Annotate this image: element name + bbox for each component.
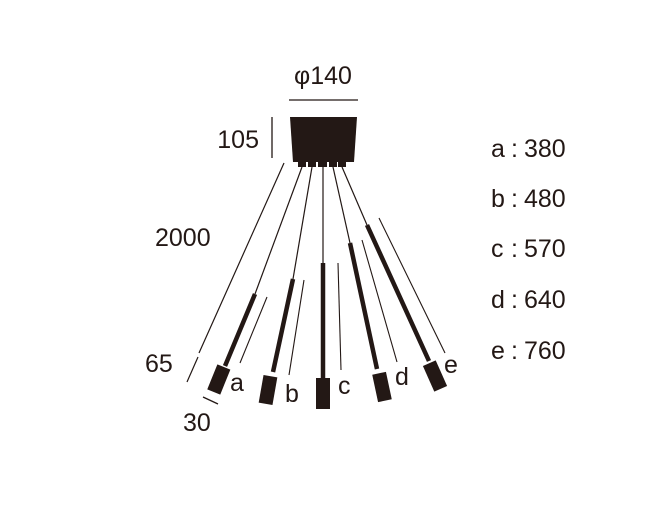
pendant-c — [316, 167, 330, 409]
dimension-line-c — [337, 262, 342, 371]
pendant-label-e: e — [444, 351, 458, 379]
shade-height-dimension-line — [186, 356, 199, 383]
legend-key: d — [491, 286, 505, 314]
shade-width-label: 30 — [183, 409, 211, 437]
sockets — [298, 161, 346, 167]
legend-value: 760 — [524, 337, 566, 365]
dimension-line-d — [361, 239, 398, 363]
pendant-label-c: c — [338, 372, 351, 400]
pendant-label-a: a — [230, 369, 244, 397]
shade-height-label: 65 — [145, 350, 173, 378]
legend-key: a — [491, 135, 505, 163]
legend-row-d: d : 640 — [491, 286, 566, 314]
legend-separator: : — [511, 235, 518, 263]
shade-width-dimension-line — [202, 396, 219, 405]
canopy — [290, 117, 357, 162]
legend-value: 640 — [524, 286, 566, 314]
length-legend: a : 380 b : 480 c : 570 d : 640 e : 760 — [491, 135, 566, 365]
legend-value: 380 — [524, 135, 566, 163]
legend-separator: : — [511, 135, 518, 163]
legend-row-e: e : 760 — [491, 337, 566, 365]
dimension-line-a — [239, 296, 268, 364]
cord-length-label: 2000 — [155, 224, 211, 252]
legend-row-b: b : 480 — [491, 185, 566, 213]
legend-row-a: a : 380 — [491, 135, 566, 163]
pendant-b — [258, 166, 313, 406]
diameter-label: φ140 — [294, 62, 352, 90]
legend-separator: : — [511, 185, 518, 213]
legend-key: c — [491, 235, 504, 263]
pendant-a — [207, 166, 303, 395]
cord-length-dimension-line — [198, 162, 285, 354]
legend-separator: : — [511, 286, 518, 314]
legend-key: e — [491, 337, 505, 365]
canopy-height-label: 105 — [217, 126, 259, 154]
pendant-e — [341, 166, 448, 392]
dimension-line-e — [378, 217, 446, 354]
legend-value: 480 — [524, 185, 566, 213]
pendant-label-d: d — [395, 363, 409, 391]
legend-row-c: c : 570 — [491, 235, 566, 263]
dimension-line-b — [288, 279, 305, 376]
legend-key: b — [491, 185, 505, 213]
pendant-d — [332, 166, 392, 403]
legend-separator: : — [511, 337, 518, 365]
legend-value: 570 — [524, 235, 566, 263]
pendant-label-b: b — [285, 380, 299, 408]
